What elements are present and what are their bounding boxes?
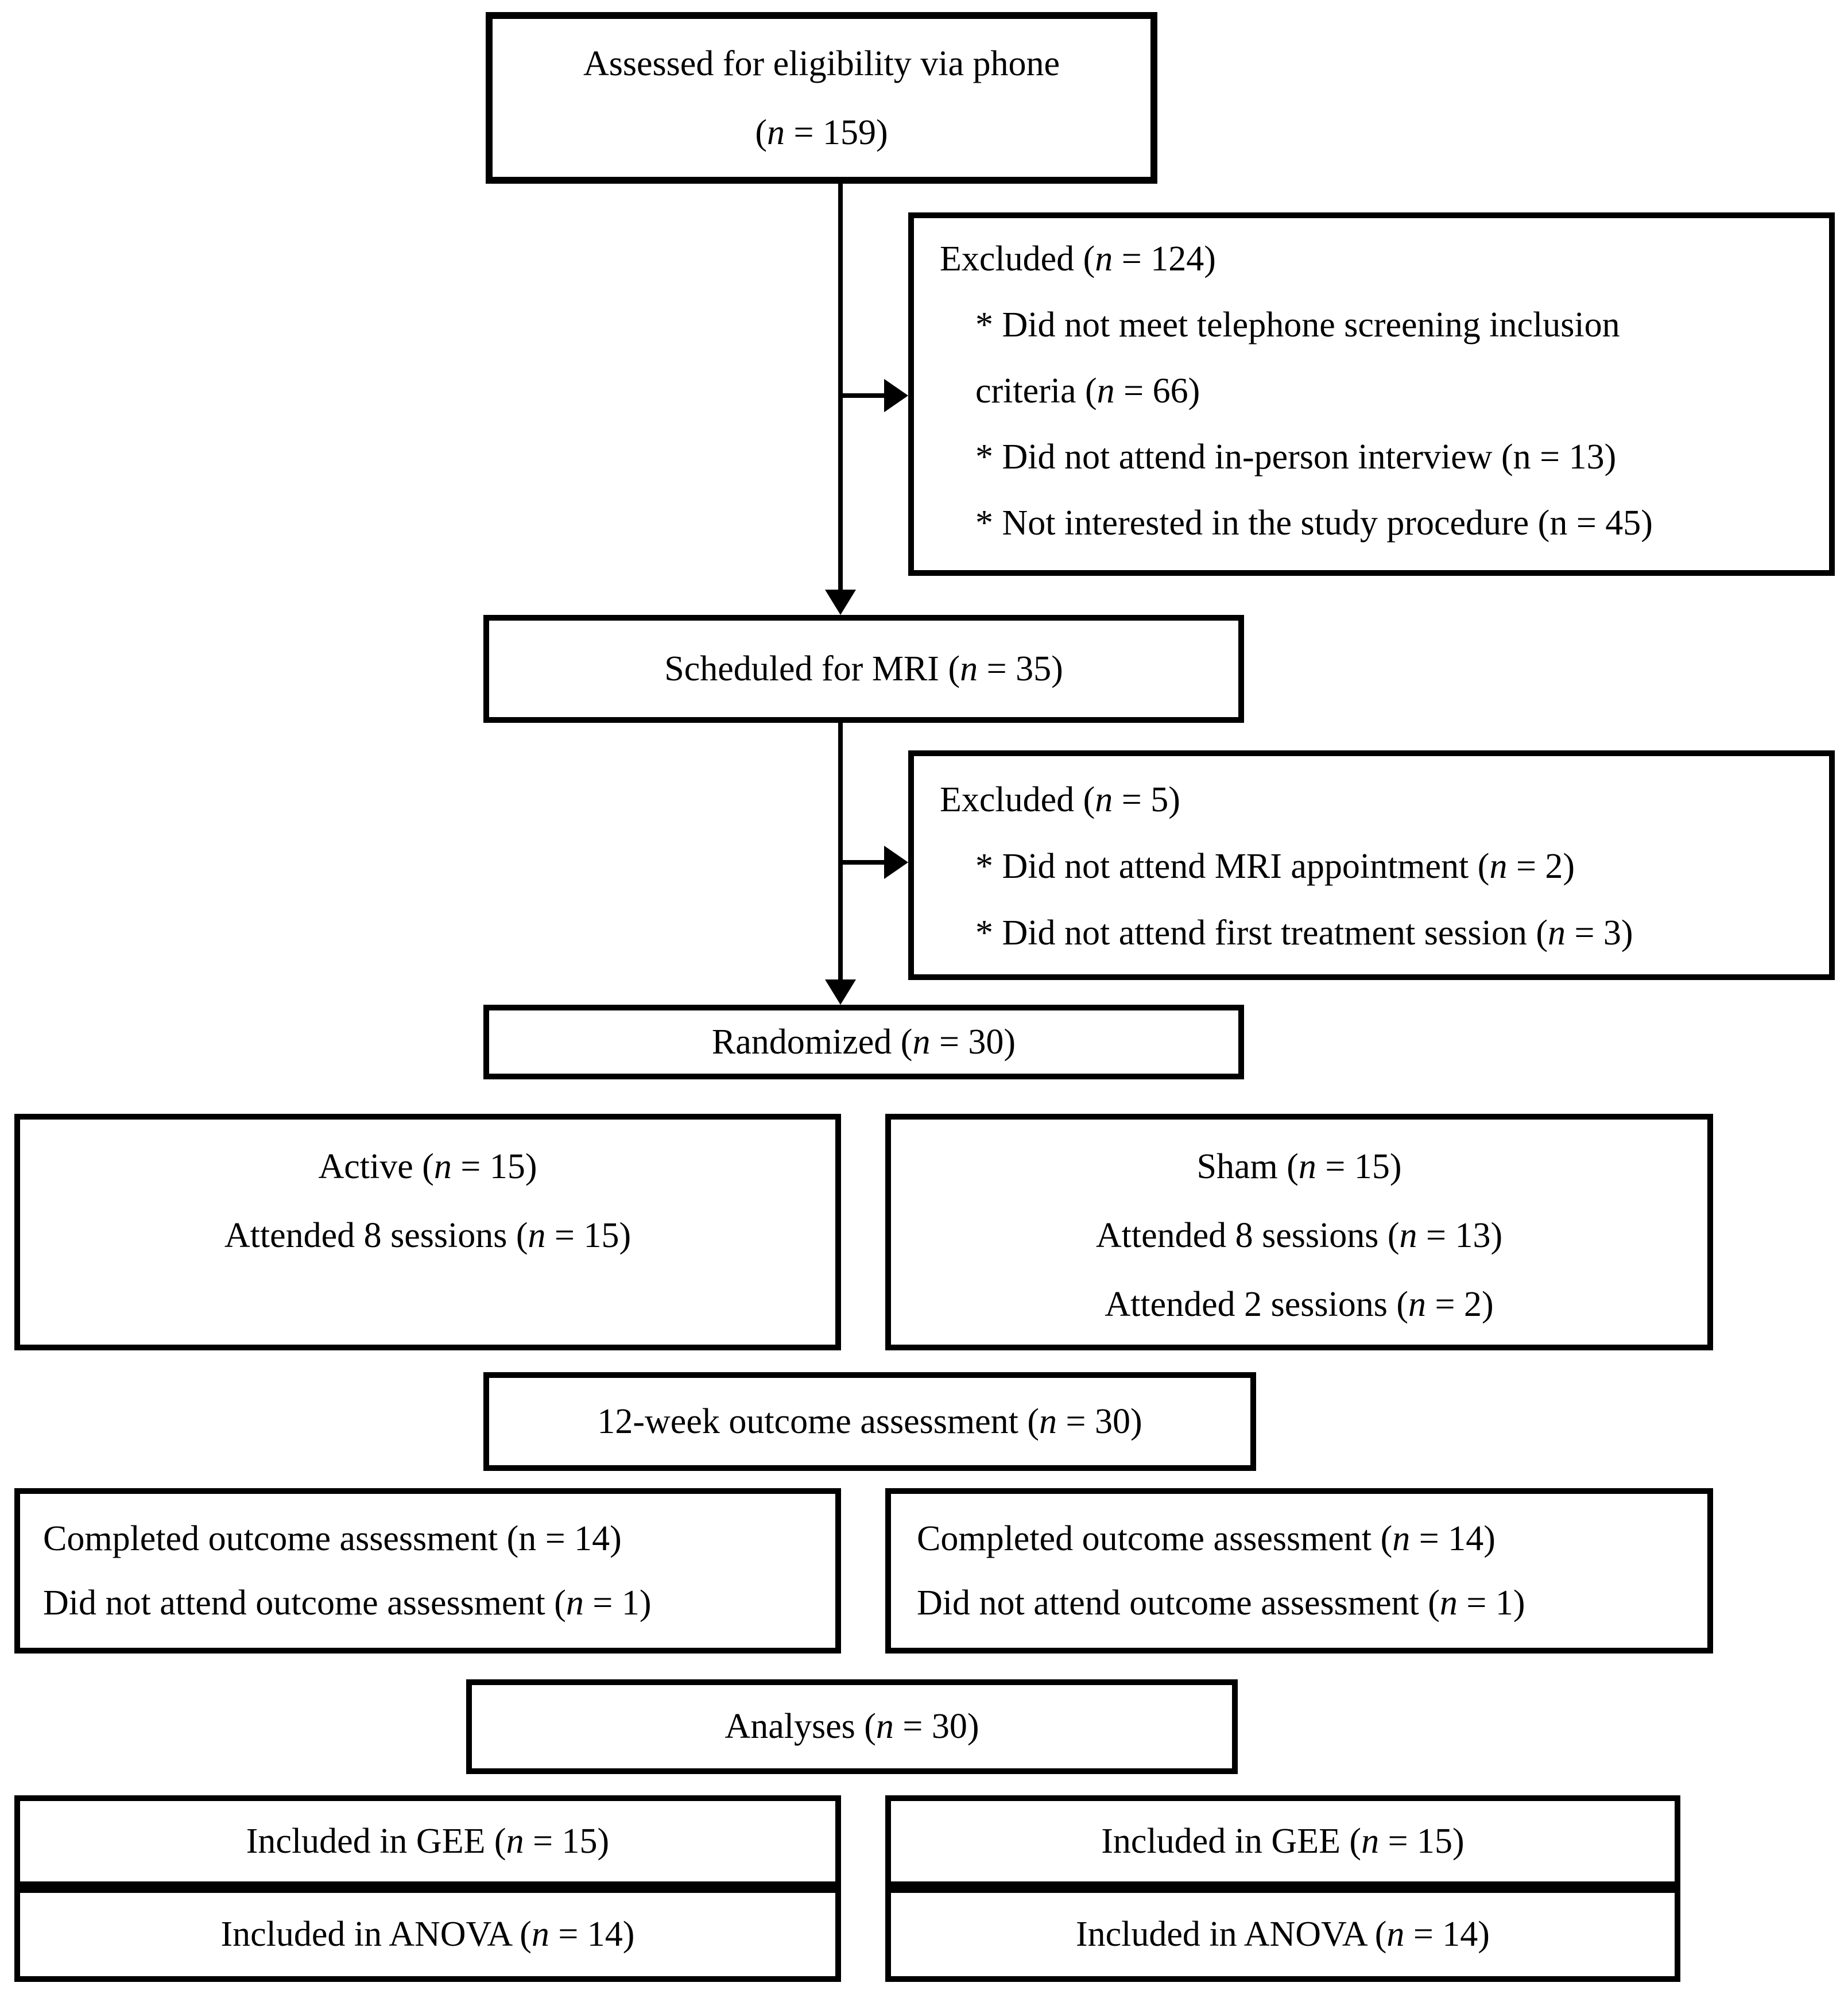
randomized-label: Randomized (n = 30) — [711, 1022, 1016, 1062]
active-group-sessions: Attended 8 sessions (n = 15) — [224, 1216, 632, 1255]
box-assessed-eligibility: Assessed for eligibility via phone (n = … — [486, 12, 1157, 184]
completed-sham-line: Completed outcome assessment (n = 14) — [917, 1519, 1496, 1558]
arrow-scheduled-to-randomized-head — [825, 979, 856, 1005]
excluded-phone-item: * Did not meet telephone screening inclu… — [975, 305, 1620, 344]
box-completed-sham: Completed outcome assessment (n = 14) Di… — [885, 1488, 1713, 1654]
completed-sham-missed: Did not attend outcome assessment (n = 1… — [917, 1583, 1525, 1622]
box-scheduled-mri: Scheduled for MRI (n = 35) — [483, 615, 1244, 723]
sham-group-sessions-2: Attended 2 sessions (n = 2) — [1105, 1285, 1494, 1324]
excluded-mri-item: * Did not attend MRI appointment (n = 2) — [975, 847, 1575, 886]
box-randomized: Randomized (n = 30) — [483, 1005, 1244, 1079]
completed-active-missed: Did not attend outcome assessment (n = 1… — [43, 1583, 652, 1622]
arrow-assessed-to-scheduled-head — [825, 590, 856, 615]
gee-sham-label: Included in GEE (n = 15) — [1101, 1821, 1465, 1861]
sham-group-sessions-8: Attended 8 sessions (n = 13) — [1095, 1216, 1503, 1255]
arrow-branch-excluded-mri-head — [884, 846, 908, 879]
box-sham-group: Sham (n = 15) Attended 8 sessions (n = 1… — [885, 1114, 1713, 1350]
excluded-phone-item: * Not interested in the study procedure … — [975, 504, 1653, 543]
sham-group-label: Sham (n = 15) — [1196, 1147, 1402, 1186]
excluded-mri-item: * Did not attend first treatment session… — [975, 913, 1633, 952]
anova-active-label: Included in ANOVA (n = 14) — [220, 1915, 635, 1954]
box-excluded-phone: Excluded (n = 124) * Did not meet teleph… — [908, 212, 1835, 576]
excluded-phone-item: criteria (n = 66) — [975, 371, 1200, 411]
arrow-branch-excluded-mri-line — [840, 860, 884, 865]
scheduled-mri-label: Scheduled for MRI (n = 35) — [664, 649, 1063, 688]
anova-sham-label: Included in ANOVA (n = 14) — [1076, 1915, 1490, 1954]
box-analyses: Analyses (n = 30) — [466, 1679, 1238, 1774]
arrow-branch-excluded-phone-line — [840, 393, 884, 398]
box-gee-sham: Included in GEE (n = 15) — [885, 1795, 1680, 1887]
box-anova-active: Included in ANOVA (n = 14) — [14, 1887, 841, 1982]
box-outcome-assessment: 12-week outcome assessment (n = 30) — [483, 1372, 1256, 1471]
arrow-branch-excluded-phone-head — [884, 379, 908, 412]
analyses-label: Analyses (n = 30) — [725, 1707, 979, 1746]
completed-active-line: Completed outcome assessment (n = 14) — [43, 1519, 622, 1558]
excluded-mri-title: Excluded (n = 5) — [940, 780, 1180, 819]
box-excluded-mri: Excluded (n = 5) * Did not attend MRI ap… — [908, 750, 1835, 980]
box-completed-active: Completed outcome assessment (n = 14) Di… — [14, 1488, 841, 1654]
excluded-phone-item: * Did not attend in-person interview (n … — [975, 437, 1617, 477]
box-gee-active: Included in GEE (n = 15) — [14, 1795, 841, 1887]
assessed-line-1: Assessed for eligibility via phone — [583, 44, 1060, 83]
box-active-group: Active (n = 15) Attended 8 sessions (n =… — [14, 1114, 841, 1350]
arrow-scheduled-to-randomized-line — [838, 723, 843, 979]
arrow-assessed-to-scheduled-line — [838, 184, 843, 590]
box-anova-sham: Included in ANOVA (n = 14) — [885, 1887, 1680, 1982]
excluded-phone-title: Excluded (n = 124) — [940, 239, 1216, 278]
outcome-assessment-label: 12-week outcome assessment (n = 30) — [597, 1401, 1142, 1441]
assessed-count: (n = 159) — [755, 113, 888, 152]
active-group-label: Active (n = 15) — [318, 1147, 537, 1186]
gee-active-label: Included in GEE (n = 15) — [246, 1821, 610, 1861]
